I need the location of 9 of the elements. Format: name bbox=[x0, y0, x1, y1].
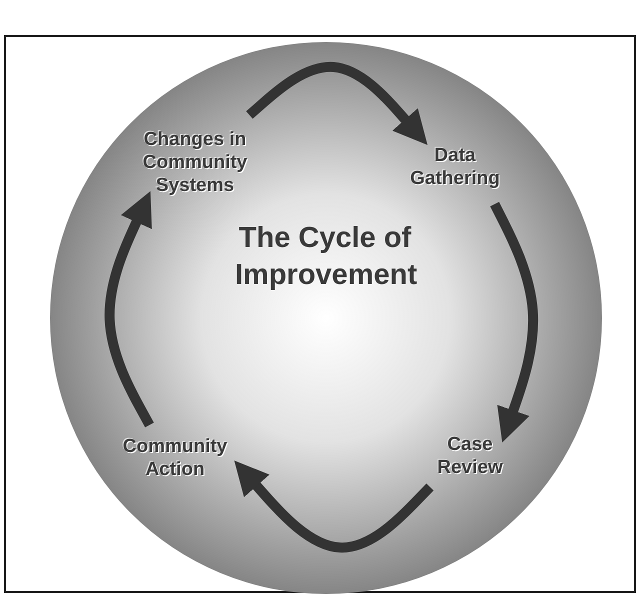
curved-arrow bbox=[490, 202, 538, 443]
stage-label: Changes in Community Systems bbox=[142, 128, 248, 197]
curved-arrow bbox=[234, 460, 434, 553]
stage-label: Data Gathering bbox=[409, 144, 501, 190]
diagram-title: The Cycle of Improvement bbox=[235, 221, 415, 293]
stage-label: Community Action bbox=[122, 434, 228, 480]
curved-arrow bbox=[246, 62, 428, 145]
curved-arrow bbox=[104, 191, 154, 428]
stage-label: Case Review bbox=[436, 433, 504, 479]
